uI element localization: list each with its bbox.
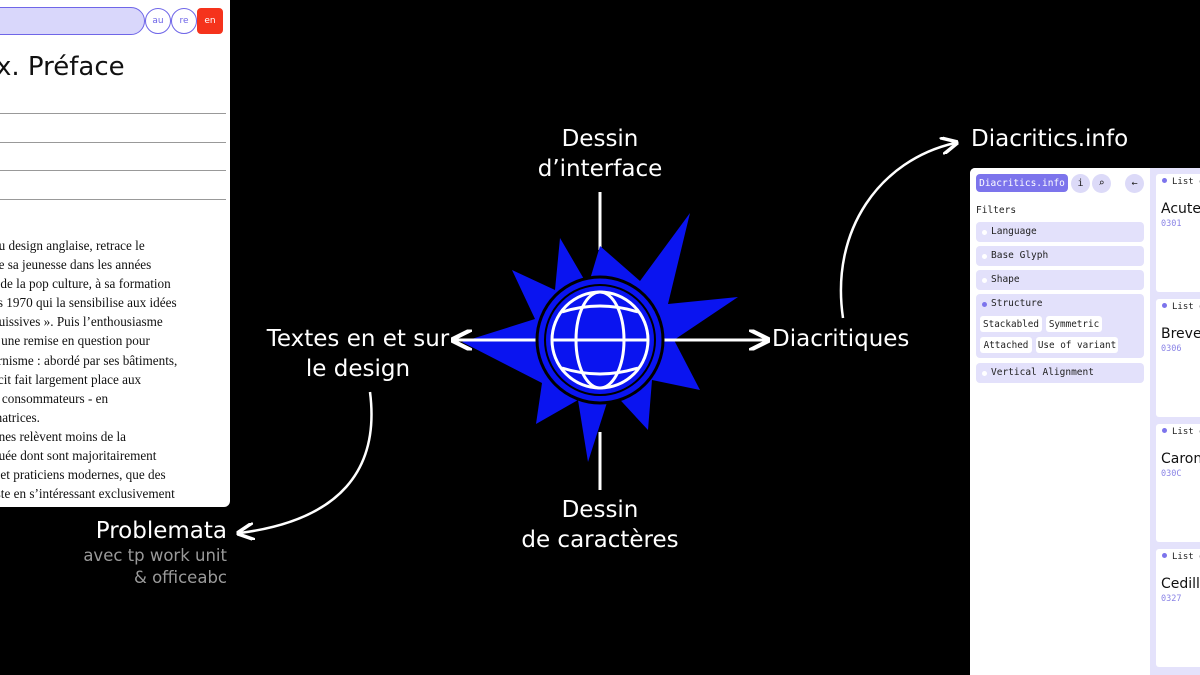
preface-body-line: à une remise en question pour [0,333,150,349]
chip-stackabled[interactable]: Stackabled [980,316,1042,332]
label-textes-design: Textes en et sur le design [266,326,450,382]
diacritic-card[interactable]: List o Caron 030C [1156,424,1200,542]
preface-body-line: écit fait largement place aux [0,371,142,387]
filter-language[interactable]: Language [976,222,1144,242]
preface-body-line: s de la pop culture, à sa formation [0,276,171,292]
preface-body-line: unes relèvent moins de la [0,428,127,444]
app-name-tag[interactable]: Diacritics.info [976,174,1068,192]
language-button-re[interactable]: re [171,8,197,34]
diacritic-card[interactable]: List o Breve 0306 [1156,299,1200,417]
diacritic-name: Breve [1161,326,1200,342]
problemata-preview[interactable]: au re en x. Préface du design anglaise, … [0,0,230,507]
page-title: x. Préface [0,52,125,82]
filter-base-glyph[interactable]: Base Glyph [976,246,1144,266]
diacritic-card[interactable]: List o Acute 0301 [1156,174,1200,292]
divider [0,170,226,171]
preface-body-line: matrices. [0,409,40,425]
preface-body-line: du design anglaise, retrace le [0,238,145,253]
diacritic-code: 0327 [1161,594,1182,604]
filter-shape[interactable]: Shape [976,270,1144,290]
label-dessin-caracteres: Dessin de caractères [521,497,679,553]
preface-body-line: x consommateurs - en [0,390,109,406]
diacritic-name: Cedilla [1161,576,1200,592]
search-icon[interactable]: ⌕ [1092,174,1111,193]
diacritics-preview[interactable]: Diacritics.info i ⌕ ← Filters Language B… [970,168,1200,675]
problemata-caption-subtitle: avec tp work unit & officeabc [83,546,227,587]
label-dessin-interface: Dessin d’interface [537,126,663,182]
preface-body-line: puissives ». Puis l’enthousiasme [0,314,163,330]
preface-body-line: iste en s’intéressant exclusivement [0,486,175,502]
diacritic-code: 0301 [1161,219,1182,229]
preface-body-line: on des objets a marginalisé la [0,503,230,507]
diacritic-code: 030C [1161,469,1182,479]
preface-body-line: ernisme : abordé par ses bâtiments, [0,352,178,368]
diacritic-name: Acute [1161,201,1200,217]
divider [0,142,226,143]
diacritics-info-title: Diacritics.info [971,126,1129,152]
preface-body-line: quée dont sont majoritairement [0,448,157,464]
filters-heading: Filters [976,205,1017,216]
preface-body-line: de sa jeunesse dans les années [0,257,152,273]
diacritic-cards-column: List o Acute 0301 List o Breve 0306 List… [1150,168,1200,675]
filter-structure[interactable]: Structure Stackabled Symmetric Attached … [976,294,1144,358]
chip-use-of-variant[interactable]: Use of variant [1036,337,1118,353]
diacritic-card[interactable]: List o Cedilla 0327 [1156,549,1200,667]
curved-arrow-right [839,143,955,319]
chip-attached[interactable]: Attached [980,337,1032,353]
language-button-en[interactable]: en [197,8,223,34]
language-button-au[interactable]: au [145,8,171,34]
search-input[interactable] [0,7,145,35]
curved-arrow-left [240,391,373,533]
info-icon[interactable]: i [1071,174,1090,193]
preface-body-text: du design anglaise, retrace le de sa jeun… [0,236,230,507]
filter-vertical-alignment[interactable]: Vertical Alignment [976,363,1144,383]
problemata-caption-title: Problemata [95,518,227,544]
back-arrow-icon[interactable]: ← [1125,174,1144,193]
chip-symmetric[interactable]: Symmetric [1046,316,1102,332]
divider [0,113,226,114]
preface-body-line: es 1970 qui la sensibilise aux idées [0,295,177,311]
divider [0,199,226,200]
filters-sidebar: Diacritics.info i ⌕ ← Filters Language B… [970,168,1150,675]
preface-body-line: s et praticiens modernes, que des [0,467,166,483]
diacritic-code: 0306 [1161,344,1182,354]
diacritic-name: Caron [1161,451,1200,467]
label-diacritiques: Diacritiques [772,326,910,352]
